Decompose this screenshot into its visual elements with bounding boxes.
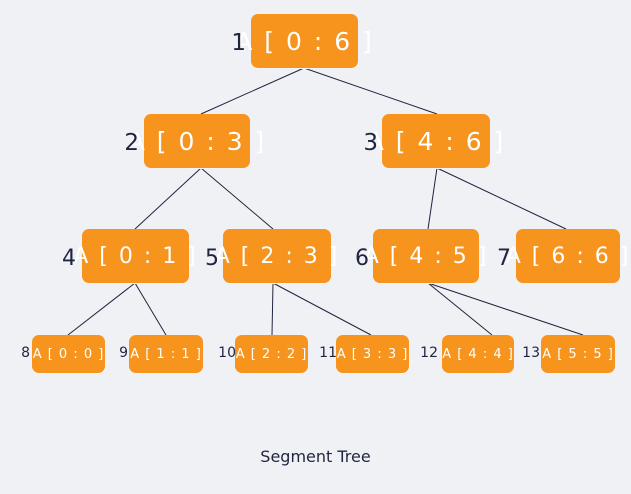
edge-3-7 (436, 167, 567, 230)
edge-4-9 (134, 282, 167, 336)
diagram-caption: Segment Tree (260, 447, 371, 466)
edge-2-5 (200, 167, 274, 230)
node-4-label: A [ 0 : 1 ] (73, 229, 196, 283)
node-12-index: 12 (420, 345, 438, 361)
node-2-index: 2 (124, 130, 139, 156)
node-8-label: A [ 0 : 0 ] (32, 335, 105, 373)
node-2-label: A [ 0 : 3 ] (128, 114, 264, 168)
node-7-label: A [ 6 : 6 ] (506, 229, 628, 283)
edge-5-10 (271, 282, 274, 336)
node-10-label: A [ 2 : 2 ] (235, 335, 308, 373)
edge-1-3 (303, 67, 438, 115)
edge-2-4 (134, 167, 202, 230)
node-9-index: 9 (119, 345, 128, 361)
node-9-label: A [ 1 : 1 ] (129, 335, 203, 373)
edge-6-12 (427, 282, 493, 336)
edge-6-13 (427, 282, 584, 336)
node-5-index: 5 (205, 246, 219, 271)
node-1-index: 1 (231, 30, 246, 56)
node-13-index: 13 (522, 345, 540, 361)
node-12-label: A [ 4 : 4 ] (442, 335, 514, 373)
node-10-index: 10 (218, 345, 236, 361)
node-1-label: A [ 0 : 6 ] (235, 14, 372, 68)
node-6-label: A [ 4 : 5 ] (364, 229, 486, 283)
node-13-label: A [ 5 : 5 ] (541, 335, 615, 373)
node-7-index: 7 (497, 246, 511, 271)
node-11-label: A [ 3 : 3 ] (336, 335, 409, 373)
node-3-index: 3 (363, 130, 378, 156)
node-5-label: A [ 2 : 3 ] (215, 229, 337, 283)
node-8-index: 8 (21, 345, 30, 361)
node-3-label: A [ 4 : 6 ] (367, 114, 503, 168)
edge-5-11 (272, 282, 372, 336)
node-11-index: 11 (319, 345, 337, 361)
edge-1-2 (200, 67, 305, 115)
node-4-index: 4 (62, 246, 76, 271)
edge-4-8 (67, 282, 136, 336)
edge-3-6 (427, 167, 438, 230)
node-6-index: 6 (355, 246, 369, 271)
